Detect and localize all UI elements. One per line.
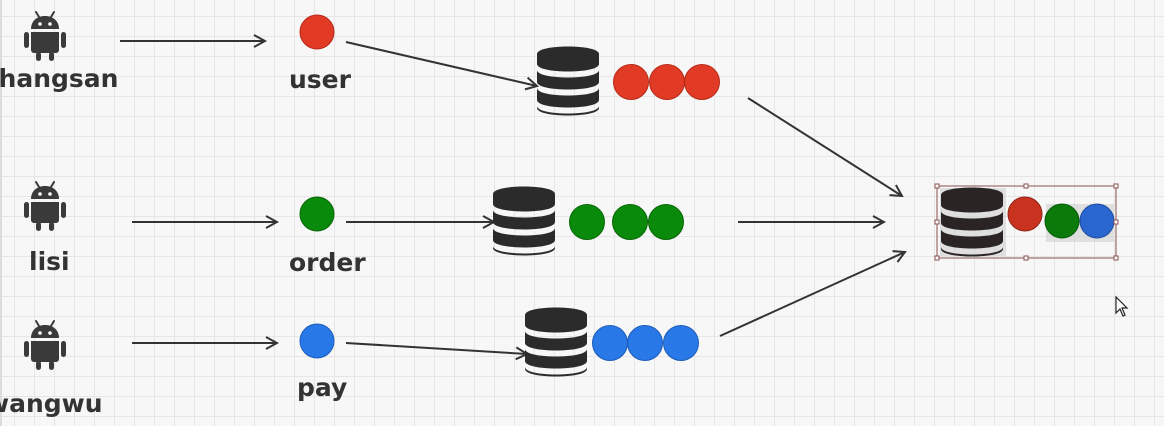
android-icon <box>23 181 67 232</box>
topic-dot-order <box>299 196 335 232</box>
merged-dot-pay <box>1079 203 1115 239</box>
topic-dot-user <box>299 14 335 50</box>
database-icon <box>493 186 555 256</box>
arrow-queue-to-merge <box>747 97 902 196</box>
merged-queue[interactable] <box>934 183 1119 261</box>
arrow-topic-to-queue <box>345 41 537 86</box>
page-edge <box>0 0 2 426</box>
queue-messages-user <box>613 64 720 100</box>
topic-label-order: order <box>289 248 366 277</box>
topic-dot-pay <box>299 323 335 359</box>
merged-dot-order <box>1044 203 1080 239</box>
topic-label-pay: pay <box>297 373 348 402</box>
arrow-queue-to-merge <box>719 252 905 337</box>
client-label-zhangsan: zhangsan <box>0 64 119 93</box>
topic-label-user: user <box>289 65 351 94</box>
selection-box[interactable] <box>934 183 1119 261</box>
queue-messages-pay <box>592 325 699 361</box>
android-icon <box>23 11 67 62</box>
client-label-lisi: lisi <box>29 247 70 276</box>
android-icon <box>23 320 67 371</box>
mouse-cursor-icon <box>1115 295 1129 317</box>
database-icon <box>525 307 587 377</box>
database-icon <box>537 46 599 116</box>
merged-dot-user <box>1007 196 1043 232</box>
arrow-topic-to-queue <box>345 342 527 354</box>
client-label-wangwu: wangwu <box>0 389 103 418</box>
queue-messages-order <box>569 204 684 240</box>
